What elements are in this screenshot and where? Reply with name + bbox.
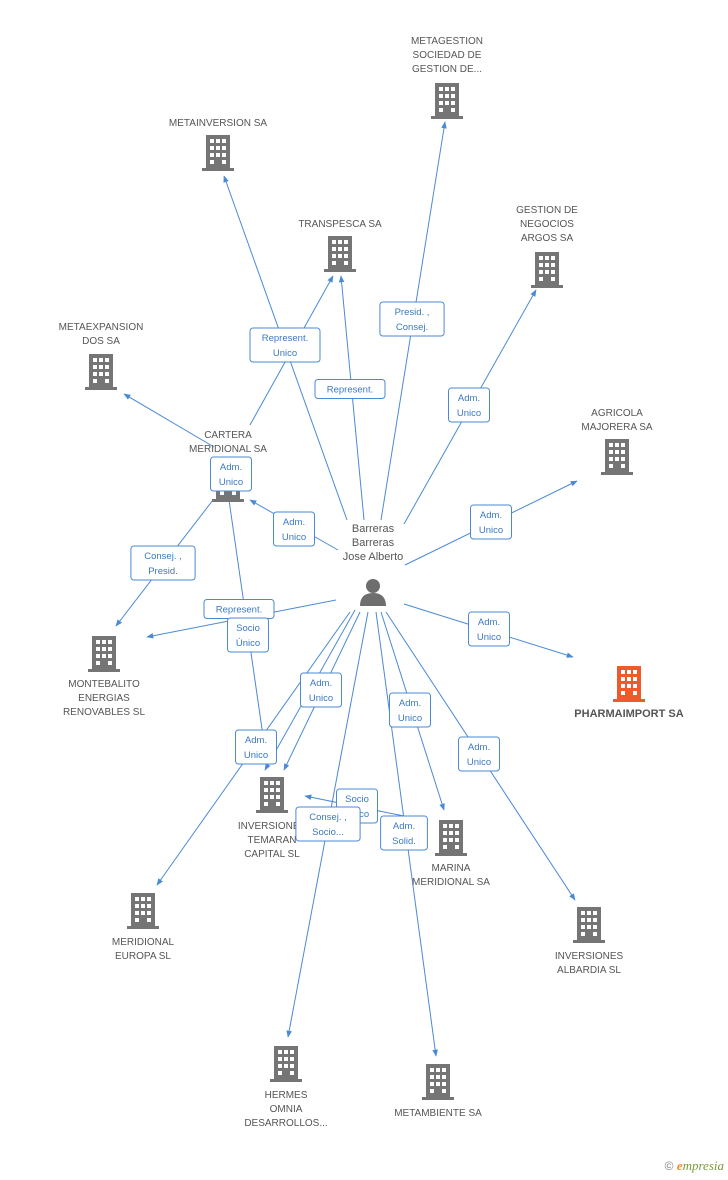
edge-label-text: Adm.Unico (477, 617, 501, 643)
edge-label-adm-unico-pharma: Adm.Unico (468, 611, 510, 647)
edge-label-consej-presid: Consej. ,Presid. (130, 545, 196, 581)
edge-label-text: Adm.Unico (467, 742, 491, 768)
edge-label-text: Adm.Unico (309, 678, 333, 704)
copyright-icon: © (664, 1159, 674, 1173)
company-node-metainversion[interactable]: METAINVERSION SA (169, 118, 267, 171)
building-icon (422, 1064, 454, 1100)
edge-label-adm-unico-agricola: Adm.Unico (470, 504, 512, 540)
building-icon (613, 666, 645, 702)
edge-label-represent-montebalito: Represent. (203, 599, 275, 619)
company-node-metambiente[interactable]: METAMBIENTE SA (394, 1064, 482, 1119)
company-node-pharmaimport[interactable]: PHARMAIMPORT SA (574, 666, 684, 720)
edge-label-text: Adm.Unico (219, 462, 243, 488)
edge-label-text: Adm.Unico (398, 698, 422, 724)
edge-label-adm-solid: Adm.Solid. (380, 815, 428, 851)
company-label: PHARMAIMPORT SA (574, 708, 683, 720)
building-icon (270, 1046, 302, 1082)
edge-label-presid-consej: Presid. ,Consej. (379, 301, 445, 337)
edge-label-represent-unico: Represent.Unico (249, 327, 321, 363)
edge-label-text: Represent.Unico (262, 333, 308, 359)
edge-label-text: Consej. ,Presid. (144, 551, 182, 577)
brand-logo: empresia (676, 1158, 724, 1173)
edge-label-text: Adm.Unico (457, 393, 481, 419)
company-label: TRANSPESCA SA (298, 219, 382, 230)
relation-edge-5 (123, 393, 215, 448)
edge-label-adm-unico-marina: Adm.Unico (389, 692, 431, 728)
edge-label-text: Adm.Unico (244, 735, 268, 761)
building-icon (85, 354, 117, 390)
building-icon (324, 236, 356, 272)
building-icon (256, 777, 288, 813)
building-icon (202, 135, 234, 171)
building-icon (601, 439, 633, 475)
edge-label-text: Represent. (216, 605, 262, 616)
edge-label-consej-socio: Consej. ,Socio... (295, 806, 361, 842)
building-icon (435, 820, 467, 856)
edge-label-adm-unico-albardia: Adm.Unico (458, 736, 500, 772)
company-label: METAINVERSION SA (169, 118, 267, 129)
edge-label-adm-unico-temaran2: Adm.Unico (235, 729, 277, 765)
edge-label-adm-unico-person-cartera: Adm.Unico (273, 511, 315, 547)
edge-label-text: Adm.Solid. (392, 821, 416, 847)
edge-label-text: Consej. ,Socio... (309, 812, 347, 838)
edge-label-adm-unico-cartera-top: Adm.Unico (210, 456, 252, 492)
edge-label-text: Adm.Unico (479, 510, 503, 536)
edge-label-text: Adm.Unico (282, 517, 306, 543)
footer-brand[interactable]: © empresia (665, 1158, 724, 1174)
building-icon (531, 252, 563, 288)
edge-labels: Presid. ,Consej. Represent.UnicoRepresent… (130, 301, 512, 851)
edge-label-adm-unico-temaran1: Adm.Unico (300, 672, 342, 708)
building-icon (431, 83, 463, 119)
edge-label-represent-transpesca: Represent. (314, 379, 386, 399)
edge-label-text: Presid. ,Consej. (395, 307, 430, 333)
building-icon (127, 893, 159, 929)
edge-label-adm-unico-gestion: Adm.Unico (448, 387, 490, 423)
edge-label-text: Represent. (327, 385, 373, 396)
company-node-transpesca[interactable]: TRANSPESCA SA (298, 219, 382, 272)
building-icon (573, 907, 605, 943)
person-icon (360, 579, 386, 606)
building-icon (88, 636, 120, 672)
company-label: METAMBIENTE SA (394, 1108, 482, 1119)
